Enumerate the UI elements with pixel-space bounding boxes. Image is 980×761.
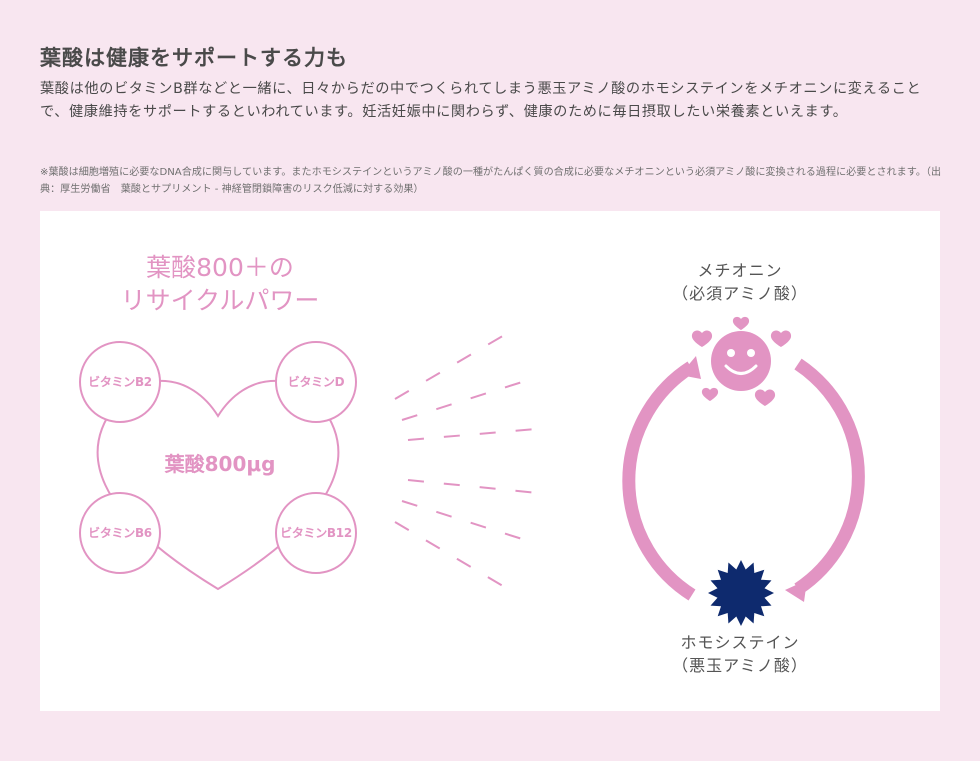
homocysteine-label: ホモシステイン (680, 633, 800, 652)
vitamin-b12-label: ビタミンB12 (280, 526, 352, 540)
smiley-face-icon (711, 331, 771, 391)
vitamin-d-label: ビタミンD (287, 375, 345, 389)
folate-amount-label: 葉酸800μg (164, 452, 276, 476)
heart-icon (701, 387, 719, 401)
vitamin-b12-circle (275, 492, 357, 574)
heart-title-line2: リサイクルパワー (120, 286, 320, 315)
vitamin-b6-circle (79, 492, 161, 574)
heart-icon (754, 389, 776, 406)
vitamin-b6-label: ビタミンB6 (88, 526, 152, 540)
heart-icons (691, 316, 792, 406)
diagram-panel: 葉酸800＋の リサイクルパワー ビタミンB2 ビタミンD ビタミンB6 ビタミ… (40, 211, 940, 711)
methionine-sublabel: （必須アミノ酸） (672, 284, 808, 303)
vitamin-d-circle (275, 341, 357, 423)
arrowhead-right (785, 580, 807, 602)
spiky-star-icon (708, 560, 774, 626)
source-note: ※葉酸は細胞増殖に必要なDNA合成に関与しています。またホモシステインというアミ… (40, 167, 942, 195)
heart-icon (691, 330, 713, 347)
diagram-graphic (79, 316, 865, 626)
vitamin-b2-circle (79, 341, 161, 423)
heart-icon (732, 316, 750, 330)
vitamin-b2-label: ビタミンB2 (88, 375, 152, 389)
lead-paragraph: 葉酸は他のビタミンB群などと一緒に、日々からだの中でつくられてしまう悪玉アミノ酸… (40, 81, 922, 120)
arrowhead-left (680, 356, 701, 379)
page-title: 葉酸は健康をサポートする力も (40, 46, 348, 70)
heart-title-line1: 葉酸800＋の (146, 253, 294, 282)
cycle-arrows (622, 356, 865, 602)
heart-icon (770, 330, 792, 347)
homocysteine-sublabel: （悪玉アミノ酸） (672, 656, 808, 675)
methionine-label: メチオニン (697, 261, 783, 280)
radiating-lines (394, 326, 549, 596)
